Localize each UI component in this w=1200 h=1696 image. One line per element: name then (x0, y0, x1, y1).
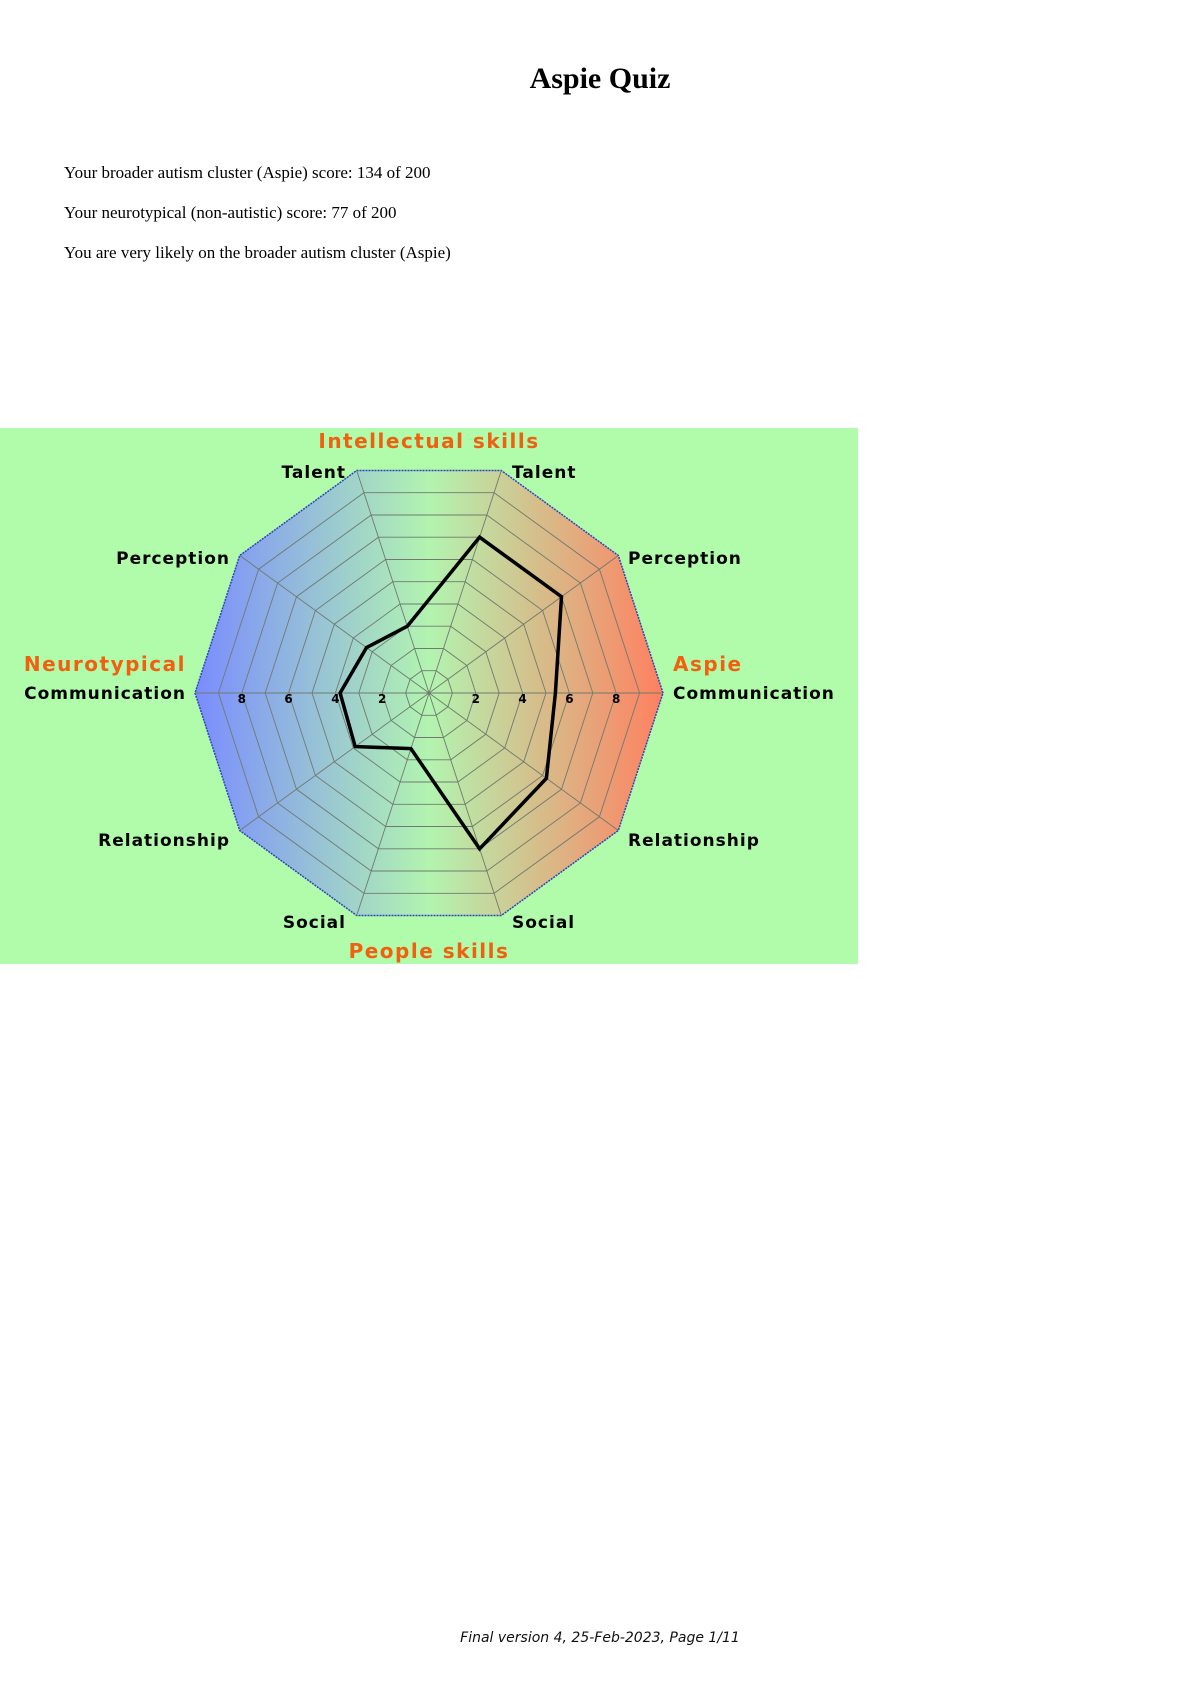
radar-chart: 2 2 4 4 6 6 8 8 Intellectual skills People skil… (0, 428, 858, 964)
conclusion-text: You are very likely on the broader autis… (64, 243, 451, 262)
page-footer: Final version 4, 25-Feb-2023, Page 1/11 (460, 1630, 740, 1646)
axis-label-relationship-right: Relationship (628, 831, 760, 851)
group-label-intellectual: Intellectual skills (318, 429, 539, 453)
svg-text:2: 2 (378, 692, 386, 706)
axis-label-perception-right: Perception (628, 549, 742, 569)
axis-label-communication-left: Communication (24, 684, 186, 704)
axis-label-talent-right: Talent (512, 463, 576, 483)
score-polygon (338, 534, 564, 852)
axis-label-social-right: Social (512, 913, 575, 933)
neurotypical-score-text: Your neurotypical (non-autistic) score: … (64, 203, 397, 222)
axis-label-social-left: Social (283, 913, 346, 933)
axis-label-talent-left: Talent (282, 463, 346, 483)
svg-text:4: 4 (518, 692, 526, 706)
svg-text:8: 8 (612, 692, 620, 706)
group-label-aspie: Aspie (673, 652, 743, 676)
axis-label-communication-right: Communication (673, 684, 835, 704)
group-label-people: People skills (349, 939, 510, 963)
svg-text:6: 6 (565, 692, 573, 706)
page-title: Aspie Quiz (529, 62, 671, 95)
svg-text:8: 8 (238, 692, 246, 706)
svg-text:6: 6 (284, 692, 292, 706)
axis-tick-labels: 2 2 4 4 6 6 8 8 (238, 692, 621, 706)
group-label-neurotypical: Neurotypical (24, 652, 186, 676)
axis-label-perception-left: Perception (116, 549, 230, 569)
aspie-score-text: Your broader autism cluster (Aspie) scor… (64, 163, 431, 182)
radar-grid (195, 470, 663, 916)
svg-text:4: 4 (331, 692, 339, 706)
axis-label-relationship-left: Relationship (98, 831, 230, 851)
svg-text:2: 2 (472, 692, 480, 706)
